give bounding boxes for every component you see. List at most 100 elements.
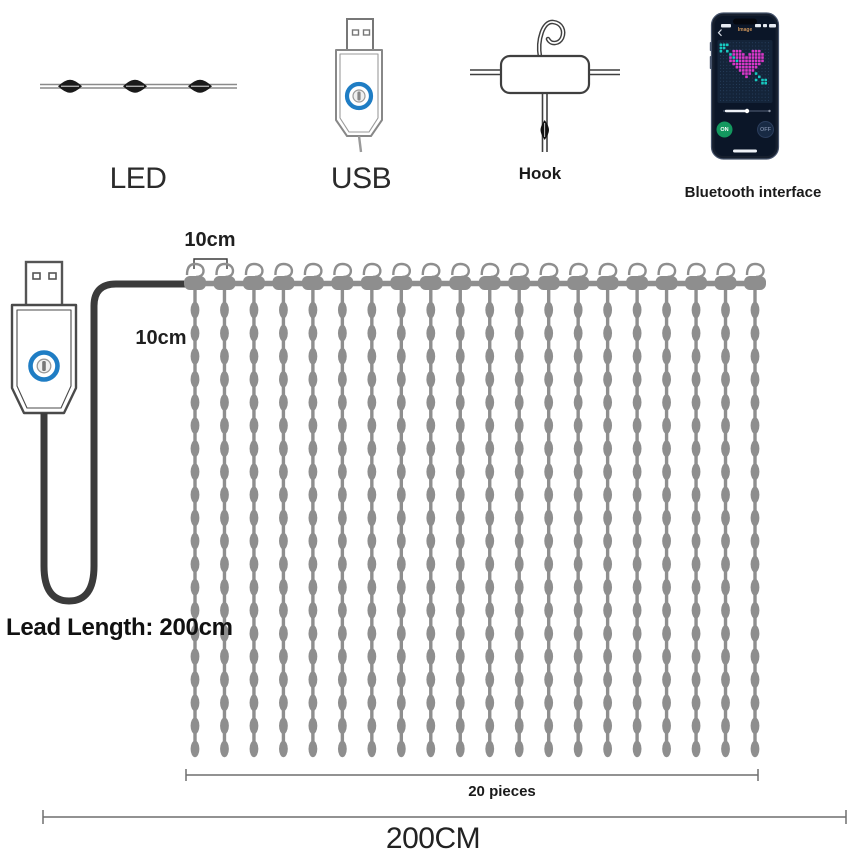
- led-bead: [249, 371, 259, 388]
- grid-dot: [726, 99, 728, 101]
- led-bead: [573, 324, 583, 342]
- led-bead: [514, 463, 524, 481]
- slider-plus-icon: [768, 109, 771, 113]
- phone-notch: [733, 18, 757, 25]
- grid-dot: [761, 99, 763, 101]
- led-bead: [750, 509, 760, 527]
- grid-dot: [761, 71, 763, 73]
- grid-dot: [735, 45, 737, 47]
- led-bead: [367, 671, 377, 688]
- led-bead: [190, 555, 200, 573]
- led-bead: [367, 694, 377, 711]
- led-bead: [603, 440, 613, 457]
- led-bead: [514, 602, 524, 619]
- led-bead: [632, 440, 642, 457]
- led-bead: [662, 671, 671, 688]
- led-bead: [691, 301, 701, 319]
- grid-dot: [758, 42, 760, 44]
- grid-dot: [732, 71, 734, 73]
- wifi-icon: [763, 24, 767, 28]
- led-bead: [396, 509, 406, 527]
- led-bead: [485, 532, 495, 550]
- grid-dot: [732, 96, 734, 98]
- grid-dot: [732, 93, 734, 95]
- pieces-measure-line: [185, 769, 759, 781]
- heart-pixel: [754, 49, 758, 53]
- led-bead: [721, 694, 730, 711]
- led-bead: [367, 509, 377, 527]
- grid-dot: [764, 48, 766, 50]
- led-bead: [603, 347, 613, 365]
- led-bead: [662, 509, 671, 527]
- led-bead: [632, 671, 642, 688]
- led-bead: [573, 509, 583, 527]
- led-bead: [632, 694, 642, 711]
- grid-dot: [729, 93, 731, 95]
- led-bead: [426, 301, 436, 319]
- led-bead: [750, 324, 760, 342]
- led-bead: [337, 394, 347, 411]
- led-bead: [750, 555, 760, 573]
- grid-dot: [719, 71, 721, 73]
- led-bead: [367, 602, 377, 619]
- grid-dot: [767, 93, 769, 95]
- led-bead: [514, 740, 524, 758]
- on-button-label: ON: [720, 126, 729, 133]
- led-bead: [691, 671, 701, 688]
- heart-pixel: [751, 65, 755, 69]
- led-bead: [544, 648, 554, 665]
- led-bead: [573, 417, 583, 434]
- grid-dot: [735, 42, 737, 44]
- grid-dot: [758, 67, 760, 69]
- led-bead: [279, 440, 288, 457]
- led-bead: [632, 509, 642, 527]
- strand-connector: [655, 276, 678, 290]
- led-bead: [721, 301, 730, 319]
- led-bead: [691, 532, 701, 550]
- led-bead: [279, 417, 288, 434]
- led-bead: [249, 486, 259, 504]
- grid-dot: [719, 90, 721, 92]
- off-button-label: OFF: [760, 126, 771, 133]
- led-bead: [249, 740, 259, 758]
- grid-dot: [735, 90, 737, 92]
- grid-dot: [761, 64, 763, 66]
- led-bead: [544, 301, 554, 319]
- led-bead: [573, 532, 583, 550]
- grid-dot: [767, 64, 769, 66]
- heart-pixel: [735, 65, 739, 69]
- led-bead: [426, 440, 436, 457]
- led-bead: [367, 648, 377, 665]
- led-bead: [426, 694, 436, 711]
- led-bead: [573, 578, 583, 596]
- grid-dot: [739, 87, 741, 89]
- led-bead: [308, 417, 318, 434]
- strand-connector: [331, 276, 354, 290]
- grid-dot: [767, 87, 769, 89]
- led-bead: [662, 625, 671, 642]
- led-bead: [308, 347, 318, 365]
- led-bead: [750, 463, 760, 481]
- led-bead: [691, 578, 701, 596]
- grid-dot: [729, 74, 731, 76]
- led-bead: [367, 625, 377, 642]
- led-bead: [279, 602, 288, 619]
- led-bead: [514, 394, 524, 411]
- grid-dot: [723, 93, 725, 95]
- led-bead: [396, 717, 406, 735]
- led-bead: [485, 648, 495, 665]
- grid-dot: [726, 42, 728, 44]
- strand-connector: [537, 276, 560, 290]
- led-bead: [220, 602, 229, 619]
- led-bead: [544, 717, 554, 735]
- grid-dot: [761, 90, 763, 92]
- heart-pixel: [748, 59, 751, 63]
- heart-pixel: [738, 69, 742, 72]
- led-bead: [514, 555, 524, 573]
- grid-dot: [761, 74, 763, 76]
- grid-dot: [739, 74, 741, 76]
- led-bead: [544, 555, 554, 573]
- grid-dot: [761, 87, 763, 89]
- led-bead: [603, 555, 613, 573]
- heart-pixel: [732, 62, 735, 66]
